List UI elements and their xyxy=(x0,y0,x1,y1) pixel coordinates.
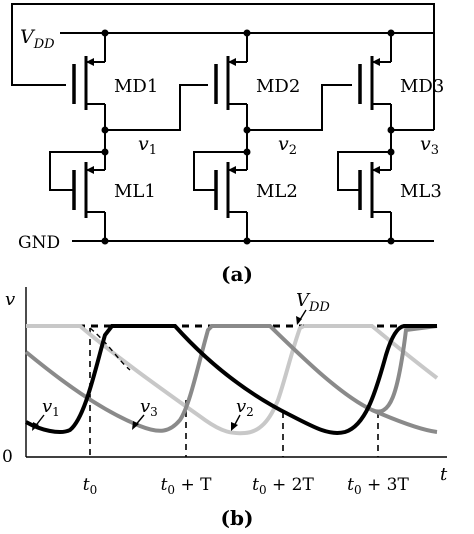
y-axis-label: v xyxy=(5,289,15,310)
curve-v2 xyxy=(26,324,305,436)
vdd-label: VDD xyxy=(20,26,55,52)
load-transistor-ml3 xyxy=(337,130,392,241)
tick-label-t0-plus-t: t0 + T xyxy=(161,475,213,497)
tick-label-t0-plus-3t: t0 + 3T xyxy=(347,475,409,497)
curve-v2-dashed xyxy=(89,327,131,371)
md1-label: MD1 xyxy=(114,76,158,97)
ml2-label: ML2 xyxy=(256,181,298,202)
curve-v3-tail xyxy=(406,330,437,430)
node-v3-label: v3 xyxy=(420,133,439,158)
load-transistor-ml1 xyxy=(49,130,106,241)
zero-label: 0 xyxy=(2,447,13,467)
node-v1-label: v1 xyxy=(138,133,157,158)
waveform-plot: v 0 t VDD v1 v3 v2 t0 t0 + T t xyxy=(2,287,448,530)
stage-2 xyxy=(193,29,352,245)
stage-3 xyxy=(337,29,434,245)
curve-label-v1: v1 xyxy=(42,396,60,419)
driver-transistor-md3 xyxy=(358,33,392,130)
caption-b: (b) xyxy=(221,506,254,530)
gnd-label: GND xyxy=(18,233,60,253)
stage-1 xyxy=(49,29,208,245)
curve-label-v3: v3 xyxy=(140,396,158,419)
ring-oscillator-circuit: VDD GND MD1 MD2 MD3 ML1 ML2 ML3 v1 v2 v3… xyxy=(11,3,444,286)
load-transistor-ml2 xyxy=(193,130,248,241)
vdd-level-label: VDD xyxy=(296,290,330,315)
x-axis-label: t xyxy=(440,464,448,485)
driver-transistor-md1 xyxy=(72,33,106,130)
md2-label: MD2 xyxy=(256,76,300,97)
ml1-label: ML1 xyxy=(114,181,156,202)
tick-label-t0: t0 xyxy=(83,475,97,497)
driver-transistor-md2 xyxy=(214,33,248,130)
ml3-label: ML3 xyxy=(400,181,442,202)
tick-label-t0-plus-2t: t0 + 2T xyxy=(252,475,314,497)
curve-v3-b xyxy=(371,408,438,434)
curve-v1 xyxy=(25,324,437,435)
caption-a: (a) xyxy=(221,262,253,286)
curve-label-v2: v2 xyxy=(236,396,254,419)
node-v2-label: v2 xyxy=(278,133,297,158)
feedback-wire xyxy=(11,3,435,130)
md3-label: MD3 xyxy=(400,76,444,97)
curve-v2-b xyxy=(304,324,439,380)
